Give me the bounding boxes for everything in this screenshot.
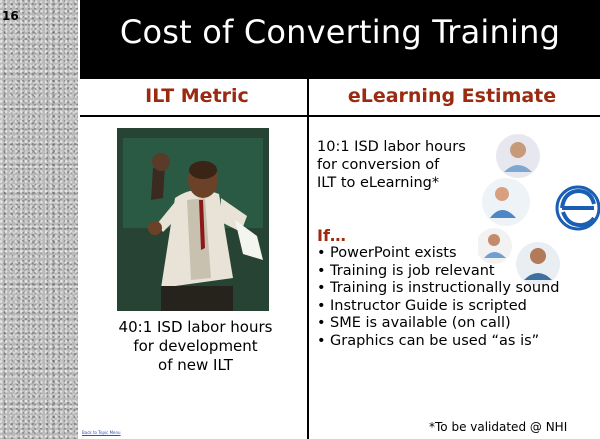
- list-item: Training is job relevant: [317, 263, 597, 281]
- header-divider: [80, 115, 600, 117]
- caption-line: 40:1 ISD labor hours: [118, 318, 273, 336]
- caption-line: of new ILT: [158, 356, 233, 374]
- back-to-topic-menu-link[interactable]: Back to Topic Menu: [82, 430, 121, 435]
- list-item: PowerPoint exists: [317, 245, 597, 263]
- list-item: Instructor Guide is scripted: [317, 298, 597, 316]
- list-item: SME is available (on call): [317, 315, 597, 333]
- footnote: *To be validated @ NHI: [429, 420, 568, 434]
- list-item: Training is instructionally sound: [317, 280, 597, 298]
- top-divider: [80, 77, 600, 79]
- intro-line: ILT to eLearning*: [317, 175, 440, 191]
- textured-sidebar: 16: [0, 0, 78, 439]
- elearning-intro: 10:1 ISD labor hours for conversion of I…: [317, 138, 466, 192]
- slide-number: 16: [2, 9, 19, 23]
- if-label: If…: [317, 226, 346, 245]
- ilt-metric-heading: ILT Metric: [88, 78, 306, 114]
- title-bar: Cost of Converting Training: [80, 0, 600, 77]
- intro-line: for conversion of: [317, 157, 440, 173]
- slide-title: Cost of Converting Training: [119, 13, 561, 51]
- intro-line: 10:1 ISD labor hours: [317, 139, 466, 155]
- list-item: Graphics can be used “as is”: [317, 333, 597, 351]
- conditions-list: PowerPoint exists Training is job releva…: [317, 245, 597, 351]
- caption-line: for development: [133, 337, 258, 355]
- instructor-photo: [117, 128, 269, 311]
- elearning-estimate-heading: eLearning Estimate: [312, 78, 592, 114]
- column-divider: [307, 78, 309, 439]
- ilt-metric-caption: 40:1 ISD labor hours for development of …: [88, 318, 303, 375]
